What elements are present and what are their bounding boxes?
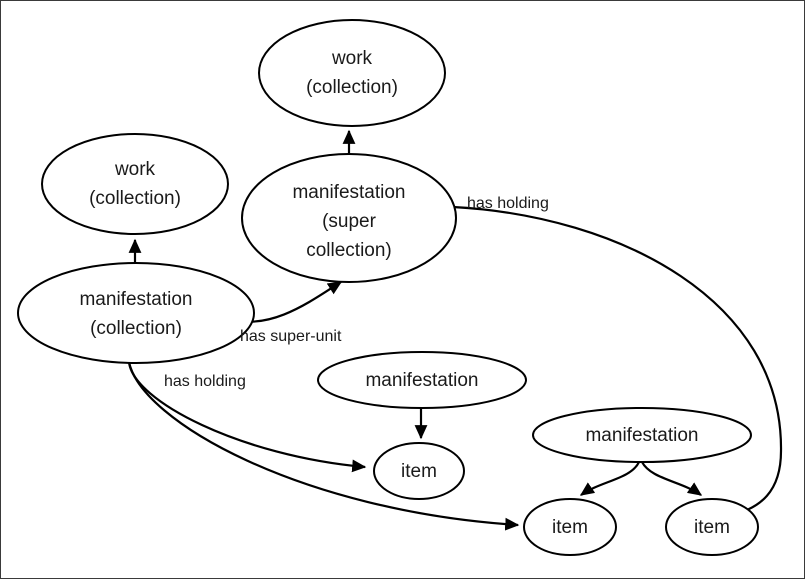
node-ellipse <box>17 262 255 364</box>
node-label-line1: item <box>401 461 437 482</box>
edge-label-group: has super-unit has holding has holding <box>164 195 549 390</box>
node-manifestation-collection[interactable]: manifestation (collection) <box>17 262 255 364</box>
node-work-collection-left[interactable]: work (collection) <box>41 133 229 235</box>
node-ellipse <box>373 442 465 500</box>
node-manifestation-mid[interactable]: manifestation <box>317 351 527 409</box>
node-work-collection-top[interactable]: work (collection) <box>258 19 446 127</box>
node-ellipse <box>317 351 527 409</box>
node-item-lower-right[interactable]: item <box>665 498 759 556</box>
node-manifestation-right[interactable]: manifestation <box>532 407 752 463</box>
node-label-line1: item <box>694 517 730 538</box>
node-label-line1: work <box>331 48 373 69</box>
node-ellipse <box>41 133 229 235</box>
edge-has-holding-collection-to-item-lower-left <box>127 361 520 531</box>
node-ellipse <box>258 19 446 127</box>
node-manifestation-super-collection[interactable]: manifestation (super collection) <box>241 153 457 283</box>
node-ellipse <box>665 498 759 556</box>
node-label-line2: (collection) <box>89 188 181 209</box>
node-ellipse <box>241 153 457 283</box>
node-label-line2: (collection) <box>306 77 398 98</box>
edge-label-has-holding-collection: has holding <box>164 373 246 390</box>
node-label-line1: work <box>114 159 156 180</box>
node-label-line1: manifestation <box>585 425 698 446</box>
node-label-line1: item <box>552 517 588 538</box>
edge-manifestation-right-to-item-lower-left <box>579 461 640 496</box>
node-label-line1: manifestation <box>292 182 405 203</box>
node-ellipse <box>532 407 752 463</box>
edge-has-holding-super-to-item-lower-right <box>452 205 783 520</box>
node-label-line1: manifestation <box>365 370 478 391</box>
node-label-line1: manifestation <box>79 289 192 310</box>
edge-label-has-holding-super: has holding <box>467 195 549 212</box>
edge-manifestation-right-to-item-lower-right <box>641 461 703 496</box>
node-item-mid[interactable]: item <box>373 442 465 500</box>
node-label-line2: (super <box>322 211 377 232</box>
node-group: work (collection) work (collection) mani… <box>17 19 759 556</box>
node-label-line2: (collection) <box>90 318 182 339</box>
node-label-line3: collection) <box>306 240 392 261</box>
node-item-lower-left[interactable]: item <box>523 498 617 556</box>
node-ellipse <box>523 498 617 556</box>
edge-label-has-super-unit: has super-unit <box>240 328 342 345</box>
